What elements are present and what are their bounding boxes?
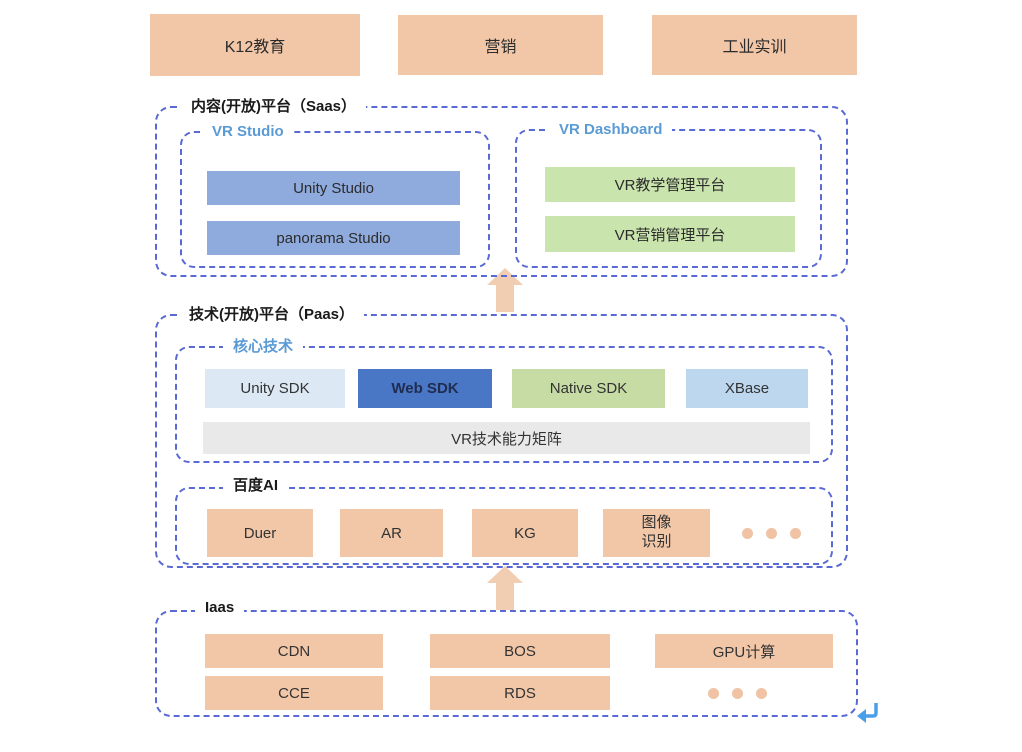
panorama-studio-box: panorama Studio: [207, 221, 460, 255]
iaas-section-title: Iaas: [195, 596, 245, 620]
ellipsis-dots-icon: [742, 528, 801, 539]
gpu-compute-box: GPU计算: [655, 634, 833, 668]
unity-studio-box: Unity Studio: [207, 171, 460, 205]
rds-box: RDS: [430, 676, 610, 710]
core-tech-group: 核心技术: [175, 335, 833, 463]
kg-box: KG: [472, 509, 578, 557]
up-arrow-icon: [487, 566, 523, 610]
image-recognition-box: 图像 识别: [603, 509, 710, 557]
vr-marketing-platform-box: VR营销管理平台: [545, 216, 795, 252]
baidu-ai-group: 百度AI: [175, 474, 833, 565]
unity-sdk-box: Unity SDK: [205, 369, 345, 408]
cce-box: CCE: [205, 676, 383, 710]
core-tech-title: 核心技术: [223, 335, 304, 359]
vr-dashboard-title: VR Dashboard: [549, 118, 673, 142]
app-box-marketing: 营销: [398, 15, 603, 75]
vr-teaching-platform-box: VR教学管理平台: [545, 167, 795, 202]
duer-box: Duer: [207, 509, 313, 557]
vr-studio-group: VR Studio: [180, 120, 490, 268]
native-sdk-box: Native SDK: [512, 369, 665, 408]
app-box-k12-education: K12教育: [150, 14, 360, 76]
ar-box: AR: [340, 509, 443, 557]
paas-section-title: 技术(开放)平台（Paas）: [179, 303, 365, 327]
paas-section: 技术(开放)平台（Paas）: [155, 303, 848, 568]
ellipsis-dots-icon: [708, 688, 767, 699]
cdn-box: CDN: [205, 634, 383, 668]
xbase-box: XBase: [686, 369, 808, 408]
app-box-industrial-training: 工业实训: [652, 15, 857, 75]
web-sdk-box: Web SDK: [358, 369, 492, 408]
vr-studio-title: VR Studio: [202, 120, 294, 144]
up-arrow-icon: [487, 268, 523, 312]
iaas-section: Iaas: [155, 596, 858, 717]
vr-capability-matrix-bar: VR技术能力矩阵: [203, 422, 810, 454]
vr-dashboard-group: VR Dashboard: [515, 118, 822, 268]
return-arrow-icon: [857, 703, 878, 723]
saas-section-title: 内容(开放)平台（Saas）: [181, 95, 367, 119]
baidu-ai-title: 百度AI: [223, 474, 289, 498]
saas-section: 内容(开放)平台（Saas）: [155, 95, 848, 277]
bos-box: BOS: [430, 634, 610, 668]
